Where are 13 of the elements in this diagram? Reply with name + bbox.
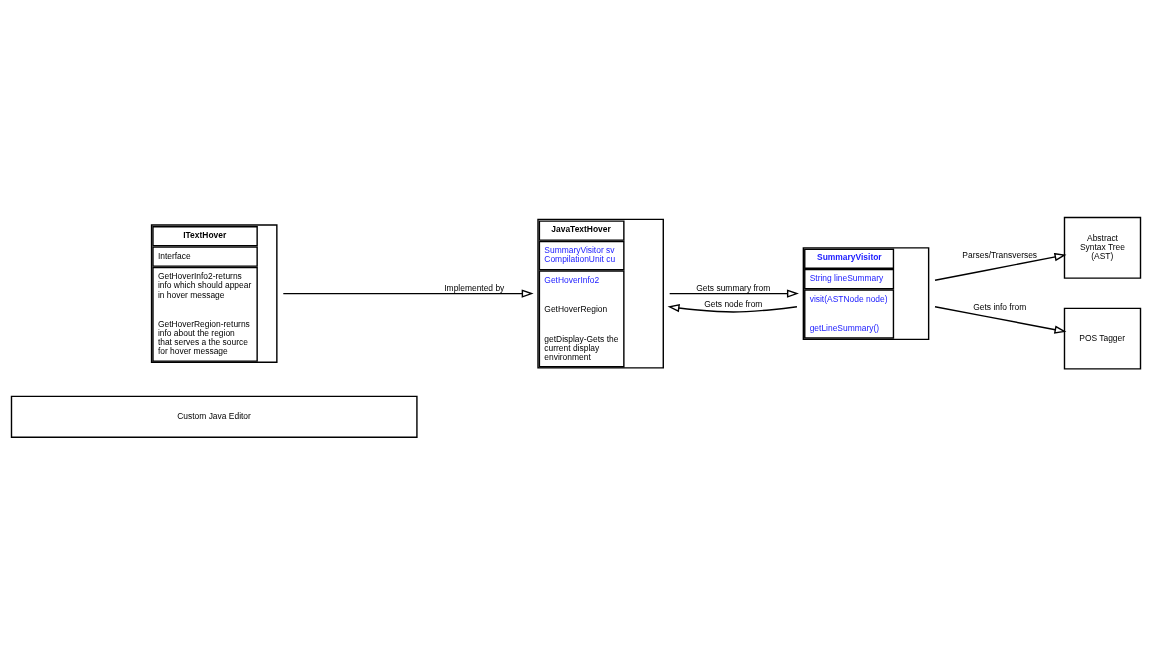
- edge-label: Gets node from: [704, 298, 763, 309]
- arrow: [282, 288, 534, 298]
- arrow: [667, 303, 798, 313]
- node-box: POS Tagger: [1063, 307, 1142, 370]
- edge-label: Gets info from: [973, 301, 1027, 311]
- node-box: Abstract Syntax Tree (AST): [1063, 216, 1142, 279]
- arrow: [934, 252, 1067, 281]
- edge-label: Gets summary from: [696, 282, 771, 293]
- edge-label: Parses/Transverses: [962, 249, 1038, 260]
- edge-label: Implemented by: [444, 282, 505, 293]
- arrow: [668, 288, 799, 298]
- node-box: Custom Java Editor: [10, 395, 418, 438]
- arrow: [934, 305, 1067, 334]
